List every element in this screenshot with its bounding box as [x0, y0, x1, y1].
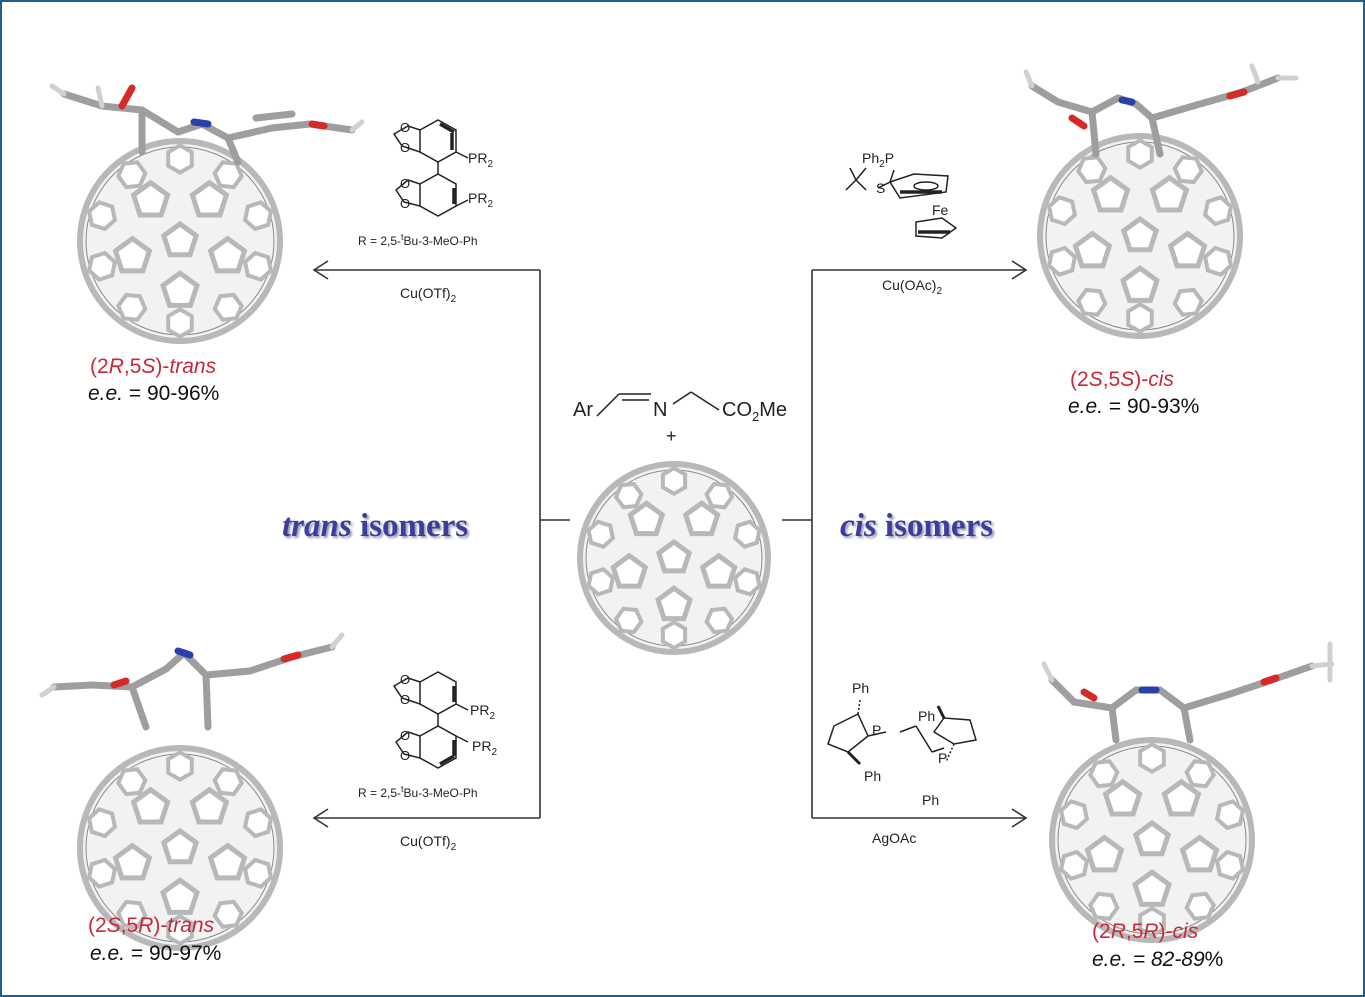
pr2-label-bottom-2: PR2: [472, 738, 498, 758]
pr2-label-bottom-1: PR2: [470, 702, 496, 722]
arrowhead-top-left: [312, 260, 329, 280]
product-config-top-right: (2S,5S)-cis: [1070, 368, 1174, 391]
plus-sign: +: [666, 426, 677, 446]
pyrrolidine-adduct-bottom-left: [39, 632, 345, 731]
trans-isomers-heading: trans isomers: [282, 508, 469, 544]
ph-label-2: Ph: [864, 768, 882, 784]
product-config-top-left: (2R,5S)-trans: [90, 355, 217, 378]
product-config-bottom-left: (2S,5R)-trans: [88, 914, 215, 937]
pyrrolidine-adduct-top-left: [49, 83, 365, 166]
fullerene-top-right: [1037, 133, 1243, 339]
ph-label-4: Ph: [922, 792, 940, 808]
svg-text:O: O: [400, 748, 410, 763]
fullerene-top-left: [77, 138, 283, 344]
biaryl-ligand-top-structure: O O O O: [392, 119, 469, 217]
reagent-bottom-right: AgOAc: [872, 830, 917, 846]
product-ee-top-right: e.e. = 90-93%: [1068, 395, 1200, 418]
fullerene-bottom-left: [77, 745, 283, 951]
svg-text:O: O: [400, 196, 410, 211]
product-ee-bottom-left: e.e. = 90-97%: [90, 942, 222, 965]
pr2-label-top-1: PR2: [468, 150, 494, 170]
ferrocenyl-ligand-structure: [845, 167, 958, 239]
c60-fullerene-center: [577, 461, 771, 655]
svg-text:O: O: [400, 692, 410, 707]
ph2p-label: Ph2P: [862, 150, 895, 170]
fullerene-bottom-right: [1049, 737, 1255, 943]
r-definition-top: R = 2,5-tBu-3-MeO-Ph: [358, 232, 478, 248]
arrowhead-top-right: [1011, 260, 1028, 280]
product-ee-bottom-right: e.e. = 82-89%: [1092, 948, 1224, 971]
bisphospholane-ligand-structure: [827, 699, 977, 766]
imine-structure: [596, 391, 720, 417]
reagent-top-left: Cu(OTf)2: [400, 285, 457, 305]
pyrrolidine-adduct-bottom-right: [1041, 641, 1335, 744]
arrowhead-bottom-right: [1011, 808, 1028, 828]
svg-text:O: O: [400, 728, 410, 743]
n-label: N: [653, 399, 668, 421]
ester-label: CO2Me: [722, 399, 788, 424]
svg-text:O: O: [400, 176, 410, 191]
cis-isomers-heading: cis isomers: [840, 508, 994, 544]
svg-text:O: O: [400, 120, 410, 135]
pr2-label-top-2: PR2: [468, 190, 494, 210]
biaryl-ligand-bottom-structure: O O O O: [392, 671, 469, 769]
product-config-bottom-right: (2R,5R)-cis: [1092, 920, 1199, 943]
reagent-bottom-left: Cu(OTf)2: [400, 833, 457, 853]
r-definition-bottom: R = 2,5-tBu-3-MeO-Ph: [358, 784, 478, 800]
ar-label: Ar: [573, 399, 593, 421]
svg-text:O: O: [400, 672, 410, 687]
product-ee-top-left: e.e. = 90-96%: [88, 382, 220, 405]
reagent-top-right: Cu(OAc)2: [882, 277, 943, 297]
pyrrolidine-adduct-top-right: [1023, 63, 1299, 158]
arrowhead-bottom-left: [312, 808, 329, 828]
p-label-1: P: [872, 722, 882, 738]
fe-label: Fe: [932, 202, 949, 218]
ph-label-1: Ph: [852, 680, 870, 696]
p-label-2: P: [938, 750, 948, 766]
s-label: S: [876, 180, 886, 196]
ph-label-3: Ph: [918, 708, 936, 724]
svg-text:O: O: [400, 140, 410, 155]
